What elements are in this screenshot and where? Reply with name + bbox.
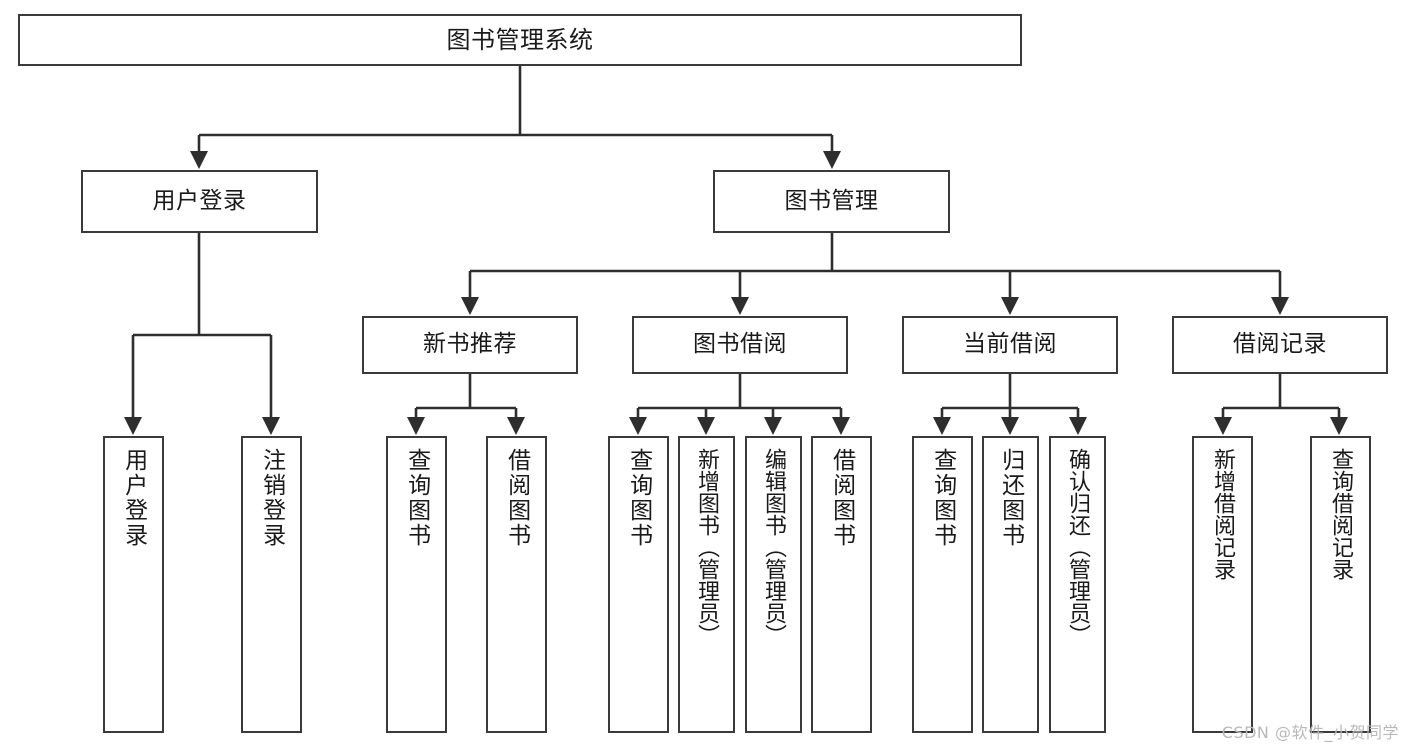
leaf-query-books-current[interactable]: 查询图书 — [912, 436, 973, 733]
node-label: 确认归还（管理员） — [1065, 448, 1091, 646]
node-label: 图书管理系统 — [446, 25, 594, 54]
node-current-borrowing[interactable]: 当前借阅 — [902, 316, 1118, 374]
node-label: 借阅记录 — [1233, 331, 1327, 358]
leaf-add-book-admin[interactable]: 新增图书（管理员） — [678, 436, 735, 733]
node-label: 查询图书 — [929, 448, 956, 548]
node-label: 用户登录 — [152, 187, 247, 214]
node-root-library-management-system[interactable]: 图书管理系统 — [18, 14, 1022, 66]
leaf-return-books[interactable]: 归还图书 — [982, 436, 1039, 733]
node-book-borrowing[interactable]: 图书借阅 — [632, 316, 848, 374]
node-label: 新增借阅记录 — [1210, 448, 1236, 580]
node-user-login[interactable]: 用户登录 — [81, 170, 318, 233]
node-label: 注销登录 — [258, 448, 285, 548]
leaf-query-books-borrowing[interactable]: 查询图书 — [608, 436, 669, 733]
leaf-borrow-books-borrowing[interactable]: 借阅图书 — [811, 436, 872, 733]
leaf-add-borrowing-record[interactable]: 新增借阅记录 — [1192, 436, 1253, 733]
leaf-user-login[interactable]: 用户登录 — [103, 436, 164, 733]
node-label: 查询图书 — [625, 448, 652, 548]
node-new-book-recommendation[interactable]: 新书推荐 — [362, 316, 578, 374]
node-label: 借阅图书 — [828, 448, 855, 548]
leaf-borrow-books-recommendation[interactable]: 借阅图书 — [486, 436, 547, 733]
leaf-edit-book-admin[interactable]: 编辑图书（管理员） — [745, 436, 802, 733]
node-label: 新书推荐 — [423, 331, 517, 358]
node-label: 编辑图书（管理员） — [761, 448, 787, 646]
node-borrowing-records[interactable]: 借阅记录 — [1172, 316, 1388, 374]
node-book-management[interactable]: 图书管理 — [713, 170, 950, 233]
leaf-query-borrowing-record[interactable]: 查询借阅记录 — [1310, 436, 1371, 733]
node-label: 当前借阅 — [963, 331, 1057, 358]
node-label: 查询图书 — [403, 448, 430, 548]
node-label: 新增图书（管理员） — [694, 448, 720, 646]
node-label: 借阅图书 — [503, 448, 530, 548]
node-label: 图书借阅 — [693, 331, 787, 358]
node-label: 图书管理 — [784, 187, 879, 214]
leaf-confirm-return-admin[interactable]: 确认归还（管理员） — [1049, 436, 1106, 733]
watermark-text: CSDN @软件_小贺同学 — [1221, 723, 1399, 742]
leaf-logout[interactable]: 注销登录 — [241, 436, 302, 733]
node-label: 查询借阅记录 — [1328, 448, 1354, 580]
leaf-query-books-recommendation[interactable]: 查询图书 — [386, 436, 447, 733]
node-label: 用户登录 — [120, 448, 147, 548]
node-label: 归还图书 — [997, 448, 1024, 548]
